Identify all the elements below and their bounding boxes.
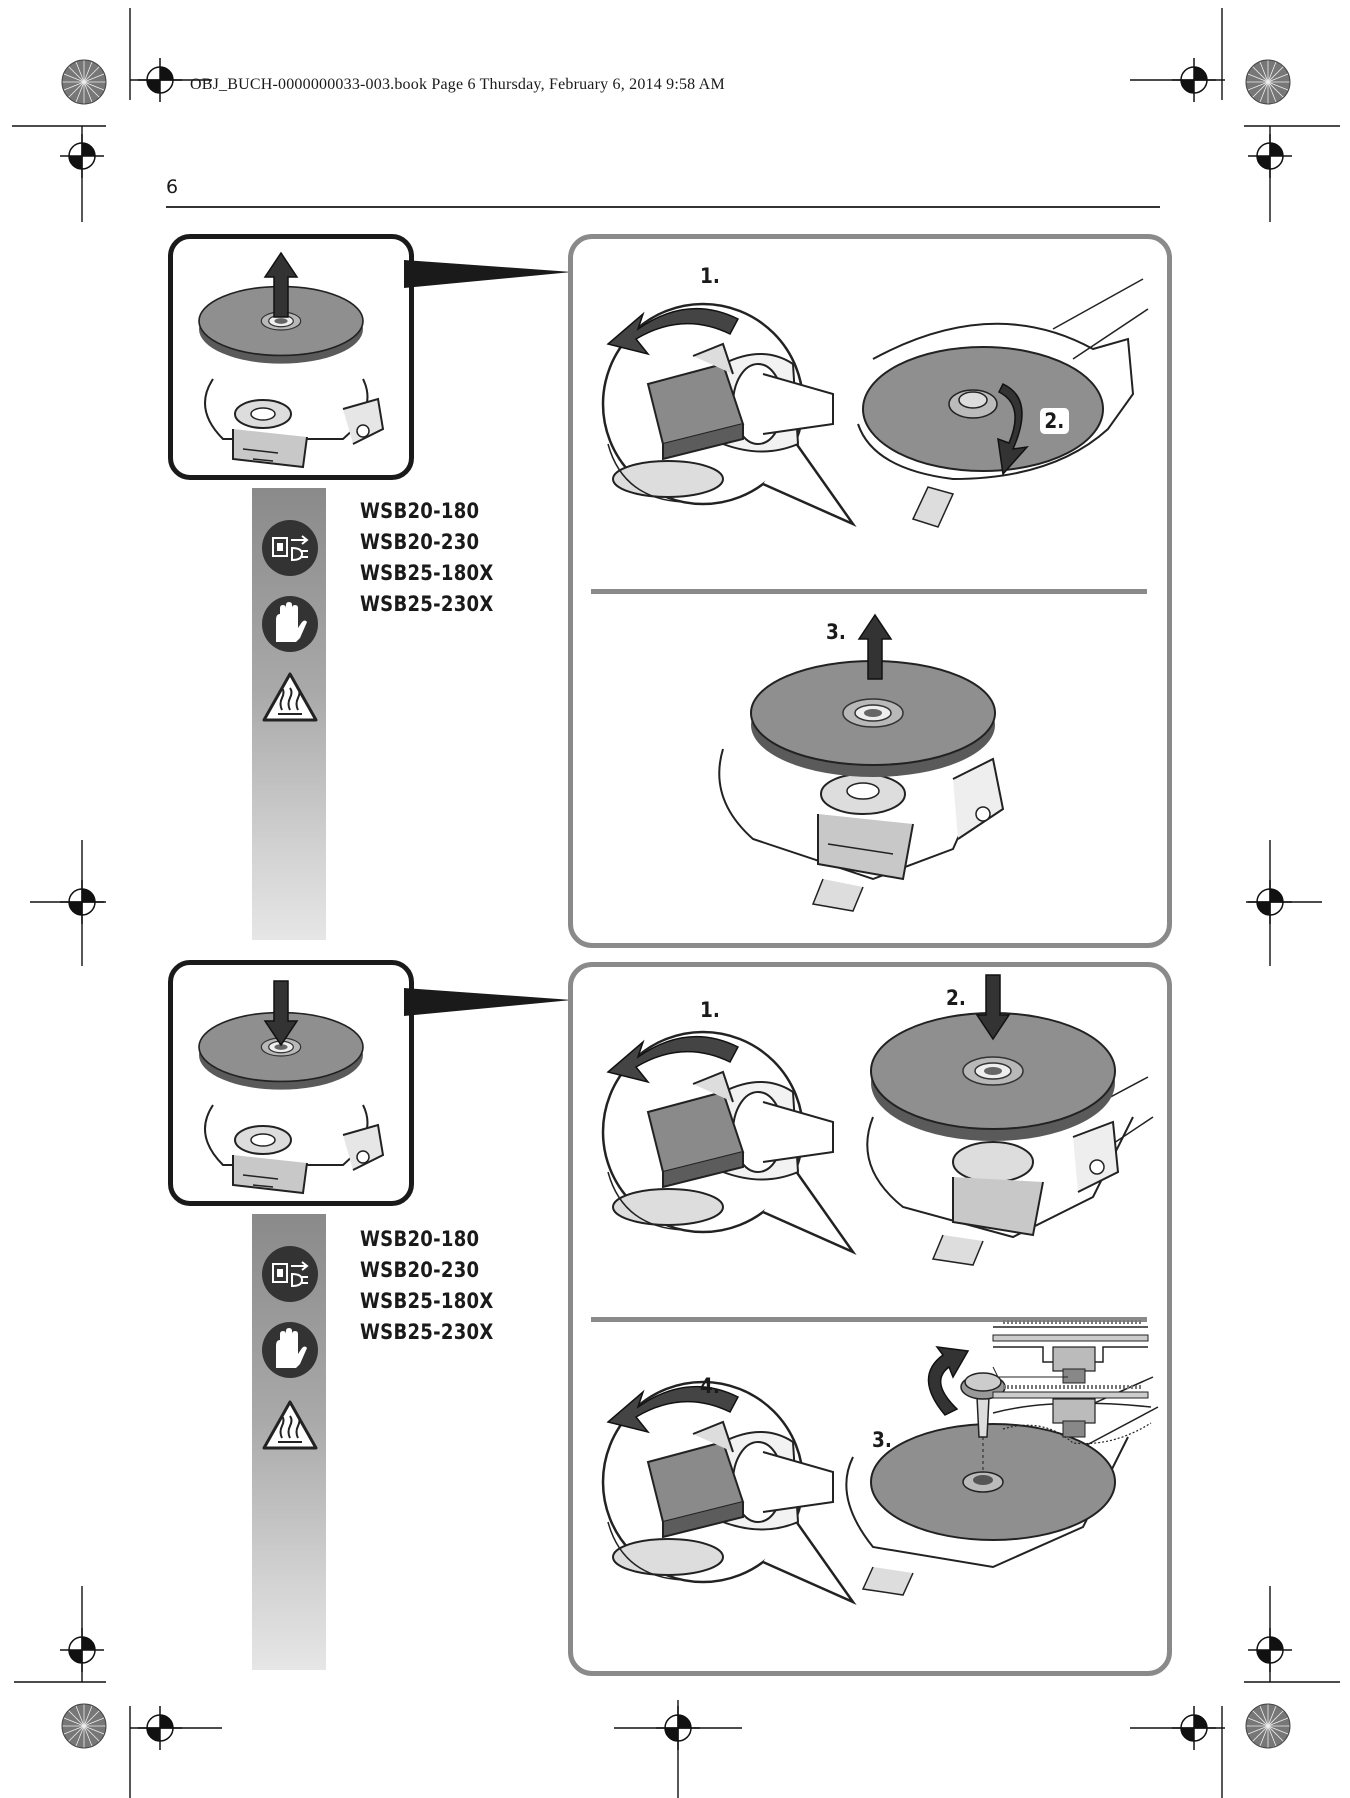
- step-label: 3.: [872, 1428, 892, 1452]
- hot-surface-warning-icon: [262, 1400, 318, 1450]
- model-item: WSB20-230: [360, 530, 480, 554]
- callout-pointer: [404, 260, 572, 288]
- header-rule: [166, 206, 1160, 208]
- instruction-panel-remove: [568, 234, 1172, 948]
- wear-gloves-icon: [262, 1322, 318, 1378]
- step-label: 1.: [700, 264, 720, 288]
- step-label: 2.: [946, 986, 966, 1010]
- disconnect-plug-icon: [262, 520, 318, 576]
- page-number: 6: [166, 176, 179, 198]
- lift-disc-illustration: [718, 614, 1005, 912]
- step-label: 1.: [700, 998, 720, 1022]
- model-item: WSB25-230X: [360, 1320, 494, 1344]
- model-list: WSB20-180 WSB20-230 WSB25-180X WSB25-230…: [360, 1224, 494, 1348]
- loosen-nut-illustration: [857, 278, 1149, 528]
- model-item: WSB25-180X: [360, 1289, 494, 1313]
- flange-cross-section: [992, 1320, 1149, 1384]
- model-item: WSB25-230X: [360, 592, 494, 616]
- disconnect-plug-icon: [262, 1246, 318, 1302]
- thumbnail-remove-disc: [168, 234, 414, 480]
- instruction-panel-mount: [568, 962, 1172, 1676]
- step-label: 4.: [700, 1374, 720, 1398]
- step-label: 3.: [826, 620, 846, 644]
- thumbnail-mount-disc: [168, 960, 414, 1206]
- model-item: WSB20-180: [360, 499, 480, 523]
- step-label: 2.: [1040, 408, 1069, 434]
- spindle-lock-illustration: [601, 302, 855, 526]
- fit-nut-illustration: [845, 1320, 1159, 1596]
- flange-cross-section-detail: [992, 1385, 1152, 1445]
- wear-gloves-icon: [262, 596, 318, 652]
- model-item: WSB25-180X: [360, 561, 494, 585]
- hot-surface-warning-icon: [262, 672, 318, 722]
- callout-pointer: [404, 988, 572, 1016]
- spindle-lock-illustration: [601, 1380, 855, 1604]
- spindle-lock-illustration: [601, 1030, 855, 1254]
- model-item: WSB20-230: [360, 1258, 480, 1282]
- print-header: OBJ_BUCH-0000000033-003.book Page 6 Thur…: [190, 76, 725, 93]
- place-disc-illustration: [866, 974, 1154, 1266]
- model-item: WSB20-180: [360, 1227, 480, 1251]
- model-list: WSB20-180 WSB20-230 WSB25-180X WSB25-230…: [360, 496, 494, 620]
